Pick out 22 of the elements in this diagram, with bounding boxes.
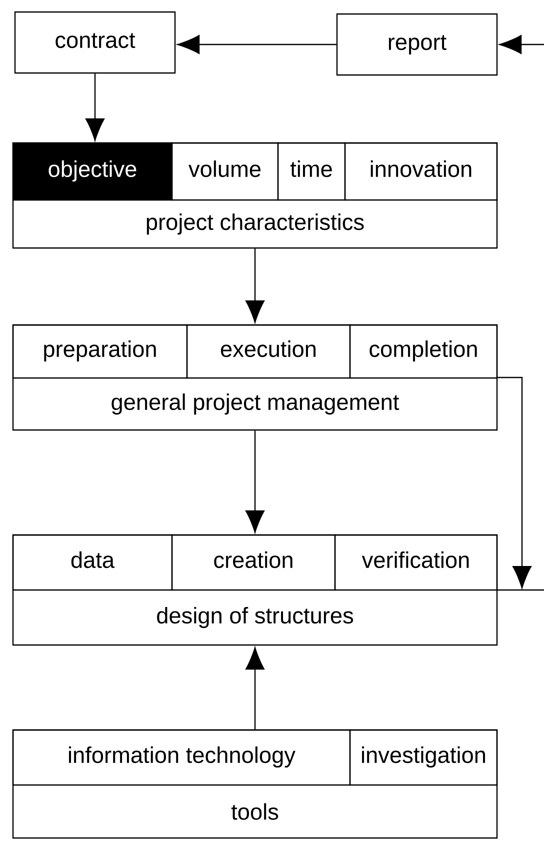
category-cell: information technology	[12, 729, 351, 786]
arrow	[246, 647, 264, 730]
category-cell: verification	[334, 534, 498, 591]
category-cell: investigation	[349, 729, 498, 786]
category-cell: creation	[171, 534, 336, 591]
category-cell: time	[277, 142, 346, 201]
category-cell: objective	[12, 142, 173, 201]
arrow	[246, 430, 264, 533]
arrow	[498, 376, 532, 588]
arrow	[499, 35, 544, 54]
connector-line	[498, 589, 544, 591]
category-cell: preparation	[12, 324, 188, 379]
category-cell: completion	[349, 324, 498, 379]
category-cell: volume	[171, 142, 279, 201]
label-box: contract	[14, 11, 176, 74]
category-cell: execution	[186, 324, 351, 379]
arrow	[86, 74, 104, 141]
arrow	[177, 35, 336, 54]
label-box: report	[336, 13, 498, 76]
category-cell: innovation	[344, 142, 498, 201]
category-cell: data	[12, 534, 173, 591]
arrow	[246, 248, 264, 323]
